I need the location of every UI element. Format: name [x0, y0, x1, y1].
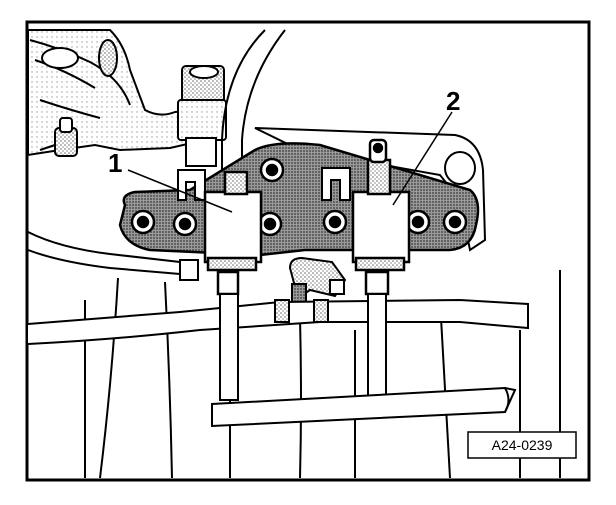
reference-code: A24-0239 — [492, 437, 553, 453]
hose-bottom — [211, 386, 517, 428]
reference-code-box: A24-0239 — [467, 431, 577, 459]
callout-1: 1 — [108, 148, 122, 178]
hose-left — [27, 231, 199, 281]
bolt-left — [39, 117, 78, 157]
leader-lines — [127, 111, 453, 213]
solenoid-valve-2 — [351, 138, 411, 296]
solenoid-valve-1 — [203, 170, 263, 296]
hose-middle — [27, 298, 529, 345]
vacuum-hose-top — [221, 29, 286, 185]
callout-2: 2 — [446, 86, 460, 116]
hose-verticals — [219, 293, 387, 401]
connector-top — [177, 65, 227, 167]
